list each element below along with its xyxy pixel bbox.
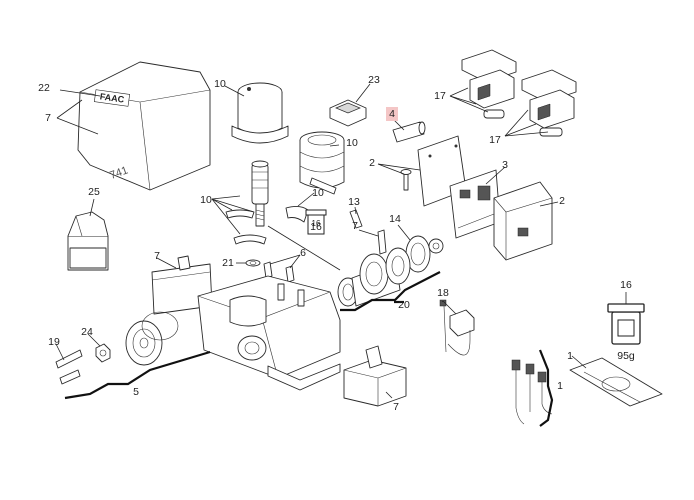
handwheel-5 — [125, 311, 179, 366]
callout-23: 23 — [368, 74, 380, 86]
callout-10: 10 — [346, 137, 358, 149]
wiring-kit-1 — [511, 359, 553, 425]
callout-24: 24 — [81, 326, 93, 338]
gear-14 — [405, 235, 444, 273]
callout-17: 17 — [489, 134, 501, 146]
callout-17: 17 — [434, 90, 446, 102]
callout-13: 13 — [348, 196, 360, 208]
plate-7-bottom — [343, 345, 407, 407]
callout-14: 14 — [389, 213, 401, 225]
callout-95g: 95g — [617, 350, 635, 362]
callout-21: 21 — [222, 257, 234, 269]
motor-top — [231, 82, 289, 144]
screw-2 — [400, 169, 412, 191]
callout-7: 7 — [45, 112, 51, 124]
grease-jar-small: 16 — [305, 209, 327, 235]
cover-logo-text: FAAC — [99, 91, 125, 104]
washers-10 — [225, 205, 309, 245]
part-4-cylinder — [392, 121, 426, 143]
nut-24 — [95, 343, 111, 363]
callout-16: 16 — [310, 221, 322, 233]
rotor-shaft — [251, 160, 269, 227]
gear-train-20 — [337, 247, 411, 307]
callout-10: 10 — [214, 78, 226, 90]
grease-jar-large — [607, 303, 645, 345]
grease-jar-label: 16 — [312, 219, 321, 228]
gearbox-housing — [197, 275, 341, 391]
cover-model-text: 741 — [108, 164, 129, 182]
cover-logo: FAAC — [93, 89, 131, 107]
mounting-plate-1 — [569, 357, 663, 407]
callout-10: 10 — [312, 187, 324, 199]
callout-1: 1 — [567, 350, 573, 362]
limit-switch-bracket-top — [461, 49, 517, 119]
callout-2: 2 — [559, 195, 565, 207]
motor-cover: FAAC 741 — [77, 61, 211, 191]
pin-13 — [349, 209, 363, 229]
callout-25: 25 — [88, 186, 100, 198]
callout-1: 1 — [557, 380, 563, 392]
stator-10 — [299, 131, 345, 189]
callout-4: 4 — [389, 108, 395, 120]
callout-10: 10 — [200, 194, 212, 206]
key-7 — [377, 229, 387, 255]
callout-19: 19 — [48, 336, 60, 348]
callout-22: 22 — [38, 82, 50, 94]
callout-7: 7 — [352, 220, 358, 232]
callout-6: 6 — [300, 247, 306, 259]
capacitor-10 — [309, 177, 337, 195]
encoder-23 — [329, 99, 367, 127]
washer-21 — [245, 259, 261, 267]
screw-19 — [55, 349, 83, 385]
callout-labels: 22 7 10 23 4 17 17 10 2 3 25 10 10 13 14… — [38, 74, 635, 413]
limit-switch-bracket-bottom — [521, 69, 577, 137]
pins-6 — [263, 261, 295, 283]
callout-20: 20 — [398, 299, 410, 311]
limit-switch-18 — [439, 299, 475, 356]
callout-3: 3 — [502, 159, 508, 171]
package-box-25 — [67, 211, 109, 271]
callout-5: 5 — [133, 386, 139, 398]
callout-7: 7 — [393, 401, 399, 413]
board-enclosure-2 — [493, 181, 553, 261]
callout-2: 2 — [369, 157, 375, 169]
callout-16: 16 — [620, 279, 632, 291]
callout-4-highlight — [386, 107, 398, 121]
callout-18: 18 — [437, 287, 449, 299]
callout-7: 7 — [154, 250, 160, 262]
